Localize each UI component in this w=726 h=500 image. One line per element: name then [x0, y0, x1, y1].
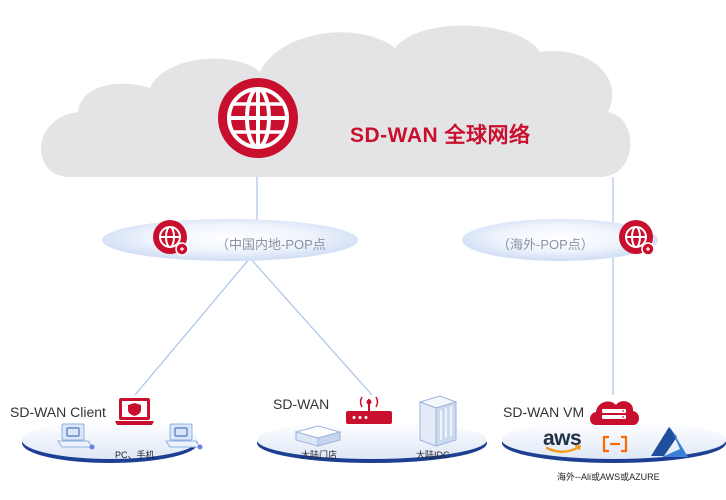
globe-icon [218, 78, 298, 158]
site-base-vm [502, 421, 726, 463]
laptop-shield-icon [115, 398, 154, 425]
router-icon [346, 396, 392, 424]
pop-label-china: （中国内地-POP点 [216, 237, 326, 252]
overseas-caption: 海外--Ali或AWS或AZURE [557, 472, 660, 482]
client-laptop-icon [57, 423, 95, 450]
cloud-title: SD-WAN 全球网络 [350, 124, 531, 147]
site-title-branch: SD-WAN [273, 396, 330, 412]
pop-globe-icon [619, 220, 655, 256]
client-caption: PC、手机 [115, 450, 155, 460]
client-laptop-icon [165, 423, 203, 450]
aws-smile-icon [545, 445, 581, 453]
cloud-server-icon [590, 401, 639, 425]
store-device-icon [294, 425, 342, 447]
pop-globe-icon [153, 220, 189, 256]
idc-caption: 大陆IDC [416, 450, 450, 460]
alibaba-cloud-icon [602, 435, 628, 453]
azure-icon [651, 427, 688, 457]
network-links [134, 177, 614, 396]
sdwan-cloud [40, 25, 631, 178]
site-title-client: SD-WAN Client [10, 404, 106, 420]
pop-label-overseas: （海外-POP点） [497, 237, 594, 252]
aws-arrow-icon [575, 445, 582, 451]
aws-logo: aws [543, 427, 582, 450]
idc-server-icon [418, 395, 458, 447]
store-caption: 大陆门店 [301, 450, 338, 460]
pop-node-overseas [462, 219, 658, 261]
site-title-vm: SD-WAN VM [503, 404, 585, 420]
